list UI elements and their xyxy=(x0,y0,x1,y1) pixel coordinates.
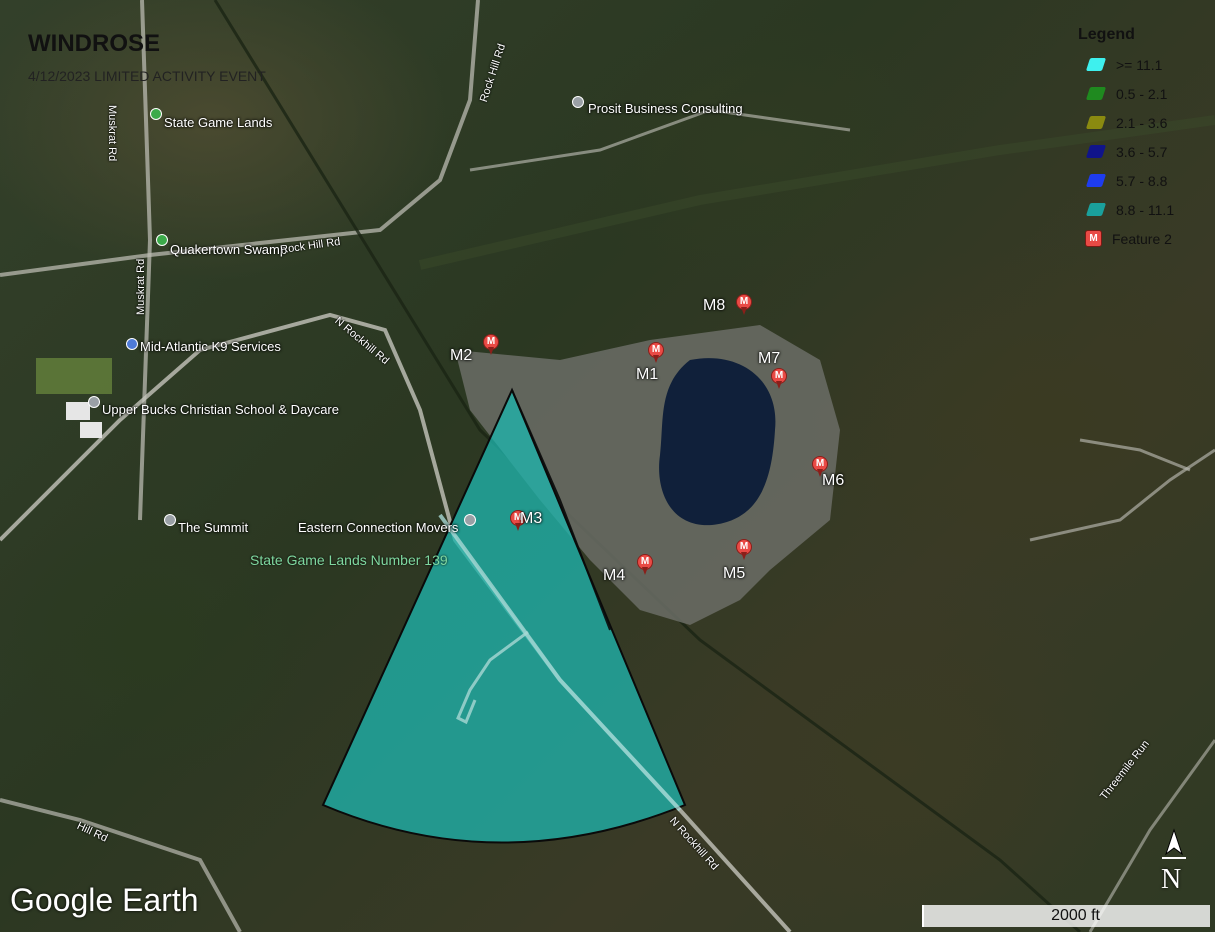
marker-label: M8 xyxy=(703,297,726,314)
legend-swatch xyxy=(1085,58,1107,71)
road-east-2 xyxy=(1079,438,1191,472)
legend-label: 8.8 - 11.1 xyxy=(1116,201,1175,218)
legend-swatch xyxy=(1085,145,1107,158)
legend-item: 2.1 - 3.6 xyxy=(1078,108,1210,137)
map-subtitle: 4/12/2023 LIMITED ACTIVITY EVENT xyxy=(28,68,266,84)
road-east xyxy=(1029,448,1215,542)
road-threemile xyxy=(1088,739,1215,932)
road-rock-hill xyxy=(0,0,480,277)
school-field xyxy=(36,358,112,394)
hiking-icon[interactable] xyxy=(156,234,168,246)
marker-m3[interactable]: M xyxy=(510,510,526,532)
legend-swatch xyxy=(1085,116,1107,129)
marker-label: M5 xyxy=(723,565,746,582)
marker-m6[interactable]: M xyxy=(812,456,828,478)
road-muskrat xyxy=(138,0,153,521)
school-building xyxy=(66,402,90,420)
map-title: WINDROSE xyxy=(28,30,160,57)
school-building-2 xyxy=(80,422,102,438)
marker-m4[interactable]: M xyxy=(637,554,653,576)
legend-label: 3.6 - 5.7 xyxy=(1116,143,1168,160)
place-label[interactable]: State Game Lands xyxy=(164,115,273,130)
marker-m2[interactable]: M xyxy=(483,334,499,356)
marker-icon: M xyxy=(736,294,752,310)
legend-swatch xyxy=(1085,203,1107,216)
powerline xyxy=(213,0,1082,932)
wind-sector xyxy=(321,387,687,844)
road-label: Muskrat Rd xyxy=(135,258,147,315)
legend-label: Feature 2 xyxy=(1112,230,1172,247)
north-arrow-icon xyxy=(1162,828,1186,859)
park-label[interactable]: State Game Lands Number 139 xyxy=(250,552,448,568)
legend-swatch xyxy=(1085,87,1107,100)
quarry-lake xyxy=(659,358,776,526)
powerline-2 xyxy=(418,115,1215,270)
legend-label: >= 11.1 xyxy=(1116,56,1163,73)
pin-icon[interactable] xyxy=(464,514,476,526)
road-prosit xyxy=(469,108,851,172)
google-earth-logo: Google Earth xyxy=(10,882,199,918)
marker-icon: M xyxy=(1085,230,1102,247)
place-label[interactable]: Eastern Connection Movers xyxy=(298,520,459,535)
north-arrow: N xyxy=(1158,828,1190,898)
marker-m7[interactable]: M xyxy=(771,368,787,390)
marker-label: M7 xyxy=(758,350,781,367)
legend-swatch xyxy=(1085,174,1107,187)
road-label: Muskrat Rd xyxy=(106,105,118,162)
legend-item: >= 11.1 xyxy=(1078,50,1210,79)
marker-m5[interactable]: M xyxy=(736,539,752,561)
marker-m8[interactable]: M xyxy=(736,294,752,316)
place-label[interactable]: Upper Bucks Christian School & Daycare xyxy=(102,402,339,417)
marker-label: M6 xyxy=(822,472,845,489)
park-icon[interactable] xyxy=(150,108,162,120)
north-label: N xyxy=(1161,864,1182,895)
pin-icon[interactable] xyxy=(572,96,584,108)
scale-bar: 2000 ft xyxy=(922,905,1210,927)
place-label[interactable]: Mid-Atlantic K9 Services xyxy=(140,339,281,354)
legend: Legend >= 11.1 0.5 - 2.1 2.1 - 3.6 3.6 -… xyxy=(1078,26,1210,253)
scale-label: 2000 ft xyxy=(1051,907,1100,924)
place-label[interactable]: Quakertown Swamp xyxy=(170,242,288,257)
powerline-sector xyxy=(511,389,611,631)
pin-icon[interactable] xyxy=(164,514,176,526)
legend-label: 0.5 - 2.1 xyxy=(1116,85,1168,102)
legend-label: 2.1 - 3.6 xyxy=(1116,114,1168,131)
road-sector xyxy=(438,513,682,812)
legend-item: 5.7 - 8.8 xyxy=(1078,166,1210,195)
marker-label: M2 xyxy=(450,347,473,364)
legend-item: 3.6 - 5.7 xyxy=(1078,137,1210,166)
legend-item: 0.5 - 2.1 xyxy=(1078,79,1210,108)
marker-label: M3 xyxy=(520,510,543,527)
place-label[interactable]: The Summit xyxy=(178,520,249,535)
driveway xyxy=(456,630,529,725)
legend-label: 5.7 - 8.8 xyxy=(1116,172,1168,189)
marker-m1[interactable]: M xyxy=(648,342,664,364)
pin-icon[interactable] xyxy=(88,396,100,408)
legend-item: 8.8 - 11.1 xyxy=(1078,195,1210,224)
pin-icon[interactable] xyxy=(126,338,138,350)
road-hill xyxy=(0,798,242,932)
legend-title: Legend xyxy=(1078,26,1135,43)
legend-item-feature: M Feature 2 xyxy=(1078,224,1210,253)
marker-label: M1 xyxy=(636,366,659,383)
place-label[interactable]: Prosit Business Consulting xyxy=(588,101,743,116)
marker-label: M4 xyxy=(603,567,626,584)
